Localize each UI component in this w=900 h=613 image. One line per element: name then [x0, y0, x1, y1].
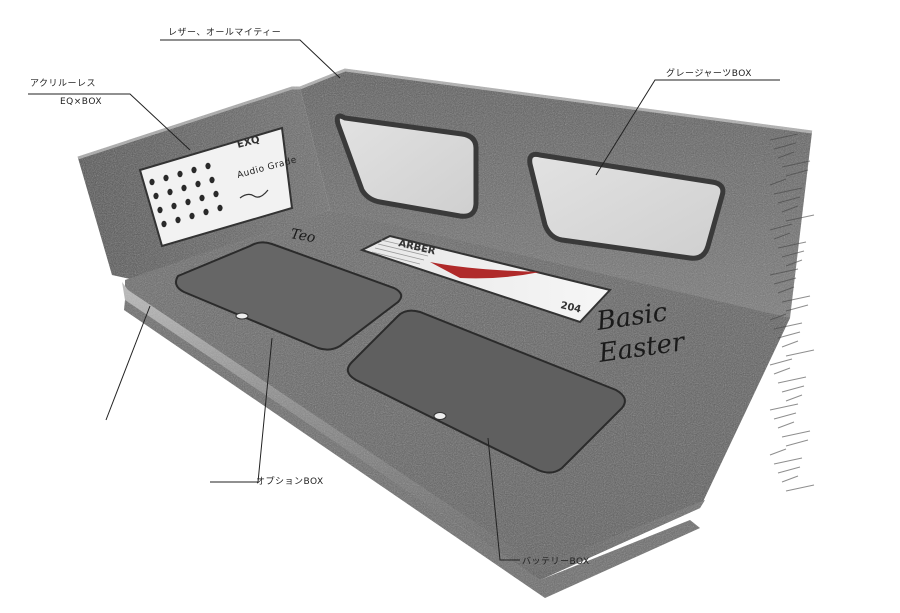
scribble-stroke — [769, 133, 799, 141]
eq-knob — [171, 202, 177, 210]
scribble-stroke — [785, 349, 815, 357]
label-glass-box: グレージャーツBOX — [666, 67, 752, 79]
scribble-stroke — [773, 187, 803, 195]
eq-knob — [203, 208, 209, 216]
amp-body — [359, 234, 612, 324]
scribble-stroke — [777, 466, 801, 474]
label-acrylic-line1: アクリルーレス — [30, 78, 96, 89]
scribble-stroke — [777, 196, 801, 204]
scribble-stroke — [785, 259, 803, 267]
leader-option-box — [210, 337, 273, 483]
option-box-hatch — [175, 241, 403, 351]
eq-knob — [149, 178, 155, 186]
eq-knob — [181, 184, 187, 192]
scribble-stroke — [785, 169, 809, 177]
scribble-stroke — [769, 313, 787, 321]
eq-knob — [153, 192, 159, 200]
scribble-stroke — [773, 457, 803, 465]
leader-glass-box — [595, 79, 780, 176]
eq-knob — [161, 220, 167, 228]
eq-knob — [185, 198, 191, 206]
label-option-box: オプションBOX — [256, 476, 324, 487]
scribble-stroke — [781, 250, 805, 258]
eq-knob — [189, 212, 195, 220]
scribble-stroke — [777, 331, 801, 339]
pencil-scribble — [769, 133, 815, 492]
eq-knob — [191, 166, 197, 174]
eq-knob — [205, 162, 211, 170]
leader-acrylic-eq — [28, 93, 191, 151]
scribble-stroke — [773, 367, 791, 375]
glass-window-right — [527, 151, 726, 261]
eq-knob — [175, 216, 181, 224]
scribble-stroke — [785, 214, 815, 222]
scribble-stroke — [785, 304, 809, 312]
scribble-stroke — [773, 232, 791, 240]
signature-small: Teo — [289, 226, 316, 246]
eq-knob — [195, 180, 201, 188]
amp-model-label: 204 — [559, 300, 582, 315]
scribble-stroke — [773, 322, 803, 330]
callouts: レザー、オールマイティー アクリルーレス EQ×BOX グレージャーツBOX オ… — [28, 27, 780, 567]
glass-windows — [334, 113, 726, 261]
eq-panel-face — [138, 126, 294, 248]
eq-signature-squiggle — [239, 189, 269, 199]
eq-knob — [213, 190, 219, 198]
eq-knob — [163, 174, 169, 182]
eq-knobs — [149, 162, 223, 228]
scribble-stroke — [781, 475, 799, 483]
scribble-stroke — [769, 223, 793, 231]
scribble-stroke — [769, 178, 787, 186]
scribble-stroke — [773, 412, 797, 420]
scribble-stroke — [777, 241, 807, 249]
label-battery-box: バッテリーBOX — [522, 556, 590, 567]
scribble-stroke — [777, 421, 795, 429]
battery-box-hatch — [346, 309, 626, 474]
leader-leather — [160, 39, 341, 79]
amp-heatsink-fins — [371, 239, 433, 265]
scribble-stroke — [785, 394, 803, 402]
scribble-stroke — [781, 295, 811, 303]
eq-knob — [199, 194, 205, 202]
glass-window-left — [334, 113, 479, 219]
label-acrylic-line2: EQ×BOX — [60, 97, 102, 107]
scribble-stroke — [769, 268, 799, 276]
scribble-stroke — [781, 205, 799, 213]
scribble-stroke — [773, 277, 797, 285]
eq-panel: EXQ Audio Grade — [138, 126, 298, 248]
scribble-stroke — [777, 151, 795, 159]
eq-knob — [167, 188, 173, 196]
battery-box-handle — [433, 412, 447, 420]
eq-knob — [217, 204, 223, 212]
back-wall-top-edge — [299, 68, 813, 134]
option-box-handle — [235, 312, 249, 320]
leader-side-lip — [105, 305, 151, 421]
scribble-stroke — [769, 403, 799, 411]
scribble-stroke — [781, 385, 805, 393]
eq-knob — [209, 176, 215, 184]
scribble-stroke — [777, 286, 795, 294]
scribble-stroke — [777, 376, 807, 384]
scribble-stroke — [769, 358, 793, 366]
amp-red-swoosh — [430, 262, 540, 279]
eq-knob — [157, 206, 163, 214]
scribble-stroke — [781, 340, 799, 348]
scribble-stroke — [769, 448, 787, 456]
left-wall-top-edge — [77, 86, 300, 160]
scribble-stroke — [773, 142, 797, 150]
scribble-stroke — [785, 439, 809, 447]
label-leather: レザー、オールマイティー — [168, 27, 281, 38]
leader-battery-box — [487, 437, 520, 561]
floor-hatches — [175, 241, 626, 474]
eq-knob — [177, 170, 183, 178]
scribble-stroke — [781, 160, 811, 168]
scribble-stroke — [781, 430, 811, 438]
scribble-stroke — [785, 484, 815, 492]
